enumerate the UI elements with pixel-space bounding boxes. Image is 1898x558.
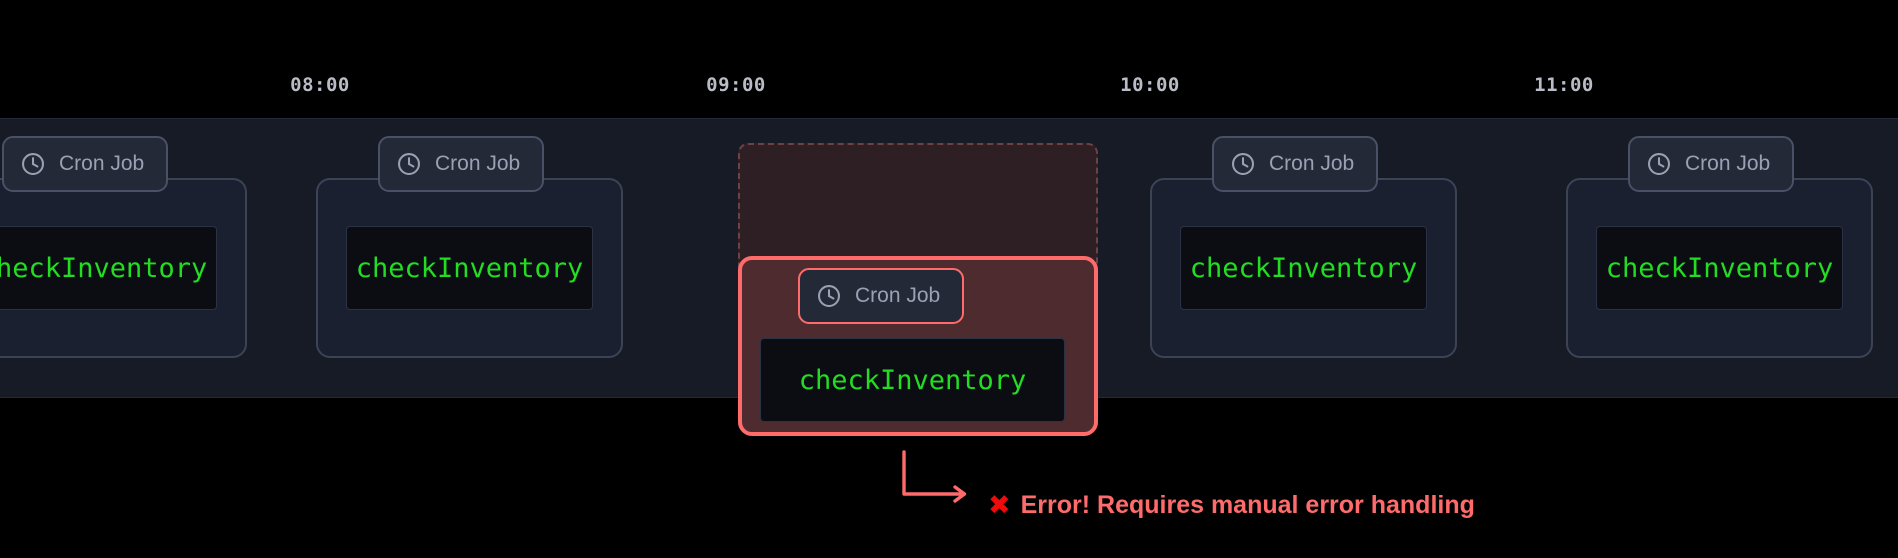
time-tick-1100: 11:00 xyxy=(1534,74,1594,96)
job-card-5[interactable]: checkInventory Cron Job xyxy=(1566,136,1873,358)
error-message-group: ✖ Error! Requires manual error handling xyxy=(988,491,1475,520)
cron-job-badge[interactable]: Cron Job xyxy=(1212,136,1379,192)
job-code-box: checkInventory xyxy=(1180,226,1427,310)
time-tick-0800: 08:00 xyxy=(290,74,350,96)
elbow-arrow-icon xyxy=(898,450,980,517)
cron-job-badge-label: Cron Job xyxy=(435,152,521,175)
job-card-1[interactable]: checkInventory Cron Job xyxy=(0,136,247,358)
error-x-icon: ✖ xyxy=(988,490,1011,521)
job-code-label: checkInventory xyxy=(355,252,584,284)
clock-icon xyxy=(20,151,46,177)
job-code-box: checkInventory xyxy=(1596,226,1843,310)
clock-icon xyxy=(396,151,422,177)
cron-job-badge[interactable]: Cron Job xyxy=(1628,136,1795,192)
job-card-4[interactable]: checkInventory Cron Job xyxy=(1150,136,1457,358)
error-annotation: ✖ Error! Requires manual error handling xyxy=(898,450,1475,520)
job-code-label: checkInventory xyxy=(1189,252,1418,284)
job-card-2[interactable]: checkInventory Cron Job xyxy=(316,136,623,358)
clock-icon xyxy=(1646,151,1672,177)
cron-job-badge-label: Cron Job xyxy=(1685,152,1771,175)
job-code-box: checkInventory xyxy=(346,226,593,310)
cron-job-badge[interactable]: Cron Job xyxy=(798,268,965,324)
clock-icon xyxy=(1230,151,1256,177)
time-tick-0900: 09:00 xyxy=(706,74,766,96)
job-code-label: checkInventory xyxy=(1605,252,1834,284)
cron-job-badge-label: Cron Job xyxy=(59,152,145,175)
cron-job-badge-label: Cron Job xyxy=(855,284,941,307)
job-code-box: checkInventory xyxy=(760,338,1065,422)
job-code-label: checkInventory xyxy=(798,364,1027,396)
cron-job-badge[interactable]: Cron Job xyxy=(2,136,169,192)
cron-job-badge-label: Cron Job xyxy=(1269,152,1355,175)
timeline-ruler: 08:00 09:00 10:00 11:00 xyxy=(0,0,1898,118)
job-code-box: checkInventory xyxy=(0,226,217,310)
time-tick-1000: 10:00 xyxy=(1120,74,1180,96)
cron-job-badge[interactable]: Cron Job xyxy=(378,136,545,192)
job-card-3-error[interactable]: checkInventory Cron Job xyxy=(738,143,1098,436)
error-message-label: Error! Requires manual error handling xyxy=(1020,491,1475,519)
clock-icon xyxy=(816,283,842,309)
job-code-label: checkInventory xyxy=(0,252,208,284)
